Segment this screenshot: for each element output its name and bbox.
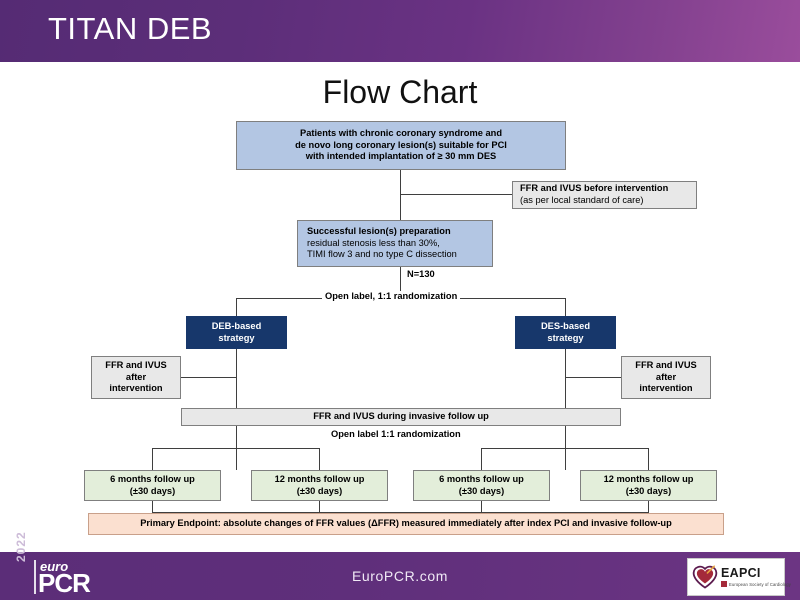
node-ffr-after-intervention-right[interactable]: FFR and IVUS after intervention	[621, 356, 711, 399]
node-followup-deb-6m[interactable]: 6 months follow up (±30 days)	[84, 470, 221, 501]
node-followup-des-6m-line-1: 6 months follow up	[439, 473, 524, 484]
connector-deb-followup-split	[152, 448, 320, 450]
connector-deb-to-ffr-after	[181, 377, 237, 379]
node-followup-des-12m[interactable]: 12 months follow up (±30 days)	[580, 470, 717, 501]
caption-sample-size: N=130	[404, 269, 438, 279]
node-des-strategy[interactable]: DES-based strategy	[515, 316, 616, 349]
europcr-logo: 2022 euro PCR	[14, 531, 104, 598]
eapci-name: EAPCI	[721, 566, 761, 580]
node-deb-strategy-line-1: DEB-based	[211, 320, 262, 331]
node-enrollment[interactable]: Patients with chronic coronary syndrome …	[236, 121, 566, 170]
connector-deb-fu6-stem	[152, 448, 154, 470]
node-followup-deb-12m[interactable]: 12 months follow up (±30 days)	[251, 470, 388, 501]
node-ffr-after-right-line-1: FFR and IVUS	[635, 360, 697, 371]
connector-fu4-to-bus	[648, 501, 650, 513]
node-lesion-prep-line-2: TIMI flow 3 and no type C dissection	[307, 249, 457, 260]
node-des-strategy-line-1: DES-based	[540, 320, 591, 331]
logo-euro-text: euro	[40, 559, 69, 574]
page-title: TITAN DEB	[48, 11, 213, 46]
eapci-subtitle: European Society of Cardiology	[729, 581, 791, 587]
node-ffr-before-subtitle: (as per local standard of care)	[520, 195, 644, 205]
node-followup-des-12m-line-2: (±30 days)	[625, 485, 672, 496]
connector-endpoint-bus	[152, 512, 649, 514]
eapci-subtitle-row: European Society of Cardiology	[721, 581, 791, 587]
node-followup-deb-12m-line-1: 12 months follow up	[274, 473, 365, 484]
logo-divider	[34, 560, 36, 594]
connector-fu2-to-bus	[319, 501, 321, 513]
connector-des-followup-split	[481, 448, 649, 450]
node-enrollment-line-2: de novo long coronary lesion(s) suitable…	[295, 139, 507, 150]
node-followup-des-6m[interactable]: 6 months follow up (±30 days)	[413, 470, 550, 501]
connector-des-fu12-stem	[648, 448, 650, 470]
node-deb-strategy-line-2: strategy	[218, 332, 255, 343]
node-followup-deb-6m-line-2: (±30 days)	[129, 485, 176, 496]
heart-icon	[692, 565, 718, 589]
slide-footer: 2022 euro PCR EuroPCR.com	[0, 531, 800, 600]
caption-randomization-bottom: Open label 1:1 randomization	[328, 429, 464, 439]
node-followup-des-12m-line-1: 12 months follow up	[603, 473, 694, 484]
node-ffr-after-left-line-2: after	[125, 371, 147, 382]
connector-des-to-ffr-after	[565, 377, 621, 379]
esc-square-icon	[721, 581, 727, 587]
connector-to-ffr-before	[400, 194, 512, 196]
logo-year: 2022	[14, 531, 28, 562]
node-primary-endpoint[interactable]: Primary Endpoint: absolute changes of FF…	[88, 513, 724, 535]
node-des-strategy-line-2: strategy	[547, 332, 584, 343]
logo-pcr-text: PCR	[38, 568, 91, 598]
connector-deb-fu12-stem	[319, 448, 321, 470]
connector-followup-stem-left	[236, 425, 238, 470]
node-ffr-after-left-line-3: intervention	[109, 383, 163, 394]
node-enrollment-line-1: Patients with chronic coronary syndrome …	[300, 128, 502, 139]
slide-header: TITAN DEB	[0, 0, 800, 62]
node-ffr-after-left-line-1: FFR and IVUS	[105, 360, 167, 371]
connector-des-fu6-stem	[481, 448, 483, 470]
node-followup-des-6m-line-2: (±30 days)	[458, 485, 505, 496]
connector-deb-stem	[236, 348, 238, 410]
connector-des-stem	[565, 348, 567, 410]
node-ffr-invasive-followup[interactable]: FFR and IVUS during invasive follow up	[181, 408, 621, 426]
node-followup-deb-6m-line-1: 6 months follow up	[110, 473, 195, 484]
eapci-logo: EAPCI European Society of Cardiology	[687, 558, 791, 596]
connector-fu1-to-bus	[152, 501, 154, 513]
connector-split-right	[565, 298, 567, 316]
connector-split-left	[236, 298, 238, 316]
node-primary-endpoint-label: Primary Endpoint: absolute changes of FF…	[140, 518, 672, 529]
chart-title: Flow Chart	[322, 74, 478, 110]
node-ffr-before-title: FFR and IVUS before intervention	[520, 183, 669, 194]
connector-followup-stem-right	[565, 425, 567, 470]
eapci-text-block: EAPCI European Society of Cardiology	[721, 567, 791, 587]
node-lesion-prep-title: Successful lesion(s) preparation	[307, 226, 451, 237]
connector-fu3-to-bus	[481, 501, 483, 513]
node-ffr-after-right-line-2: after	[655, 371, 677, 382]
connector-prep-to-randomization	[400, 267, 402, 299]
node-followup-deb-12m-line-2: (±30 days)	[296, 485, 343, 496]
node-lesion-prep-line-1: residual stenosis less than 30%,	[307, 237, 440, 248]
node-ffr-before-intervention[interactable]: FFR and IVUS before intervention (as per…	[512, 181, 697, 209]
footer-url[interactable]: EuroPCR.com	[351, 568, 449, 584]
node-ffr-invasive-followup-label: FFR and IVUS during invasive follow up	[313, 411, 489, 422]
node-lesion-preparation[interactable]: Successful lesion(s) preparation residua…	[297, 220, 493, 267]
node-deb-strategy[interactable]: DEB-based strategy	[186, 316, 287, 349]
node-enrollment-line-3: with intended implantation of ≥ 30 mm DE…	[305, 151, 497, 162]
node-ffr-after-intervention-left[interactable]: FFR and IVUS after intervention	[91, 356, 181, 399]
node-ffr-after-right-line-3: intervention	[639, 383, 693, 394]
caption-randomization-top: Open label, 1:1 randomization	[322, 291, 461, 301]
